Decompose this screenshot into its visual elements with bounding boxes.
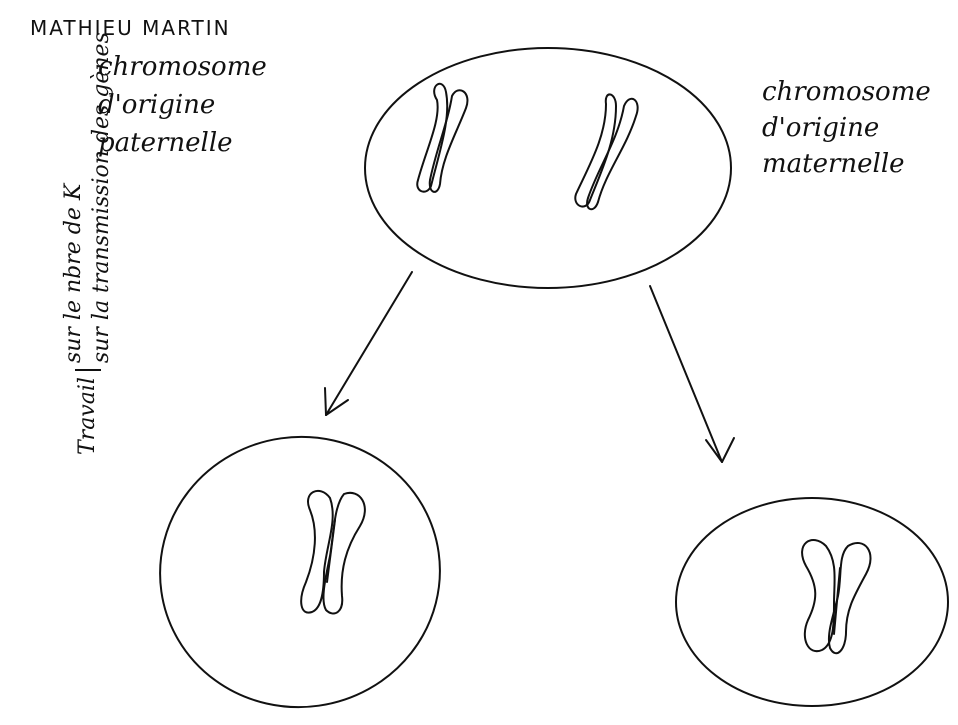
maternal-chromosome-label: chromosome d'origine maternelle xyxy=(762,74,931,182)
daughter-cell-left xyxy=(159,435,441,709)
daughter-chromosome-left xyxy=(300,489,366,615)
arrow-right xyxy=(649,285,735,463)
maternal-label-line-2: d'origine xyxy=(762,113,880,143)
side-note-line-2: sur la transmission des gènes xyxy=(89,32,114,364)
side-note-lead: Travail xyxy=(75,377,100,455)
side-note-line-1: sur le nbre de K xyxy=(61,183,86,364)
arrow-left xyxy=(324,271,413,416)
mother-cell xyxy=(364,47,732,289)
daughter-chromosome-right xyxy=(801,539,872,655)
side-note-bracket xyxy=(75,369,101,372)
maternal-label-line-3: maternelle xyxy=(762,149,905,179)
paternal-label-line-1: chromosome xyxy=(98,52,267,82)
paternal-label-line-3: paternelle xyxy=(98,128,233,158)
maternal-label-line-1: chromosome xyxy=(762,77,931,107)
maternal-chromosome xyxy=(574,93,639,211)
author-name: MATHIEU MARTIN xyxy=(30,16,231,40)
paternal-label-line-2: d'origine xyxy=(98,90,216,120)
daughter-cell-right xyxy=(675,497,949,707)
paternal-chromosome-label: chromosome d'origine paternelle xyxy=(98,48,267,162)
side-note: Travail sur le nbre de K sur la transmis… xyxy=(60,32,116,455)
paternal-chromosome xyxy=(416,82,469,193)
